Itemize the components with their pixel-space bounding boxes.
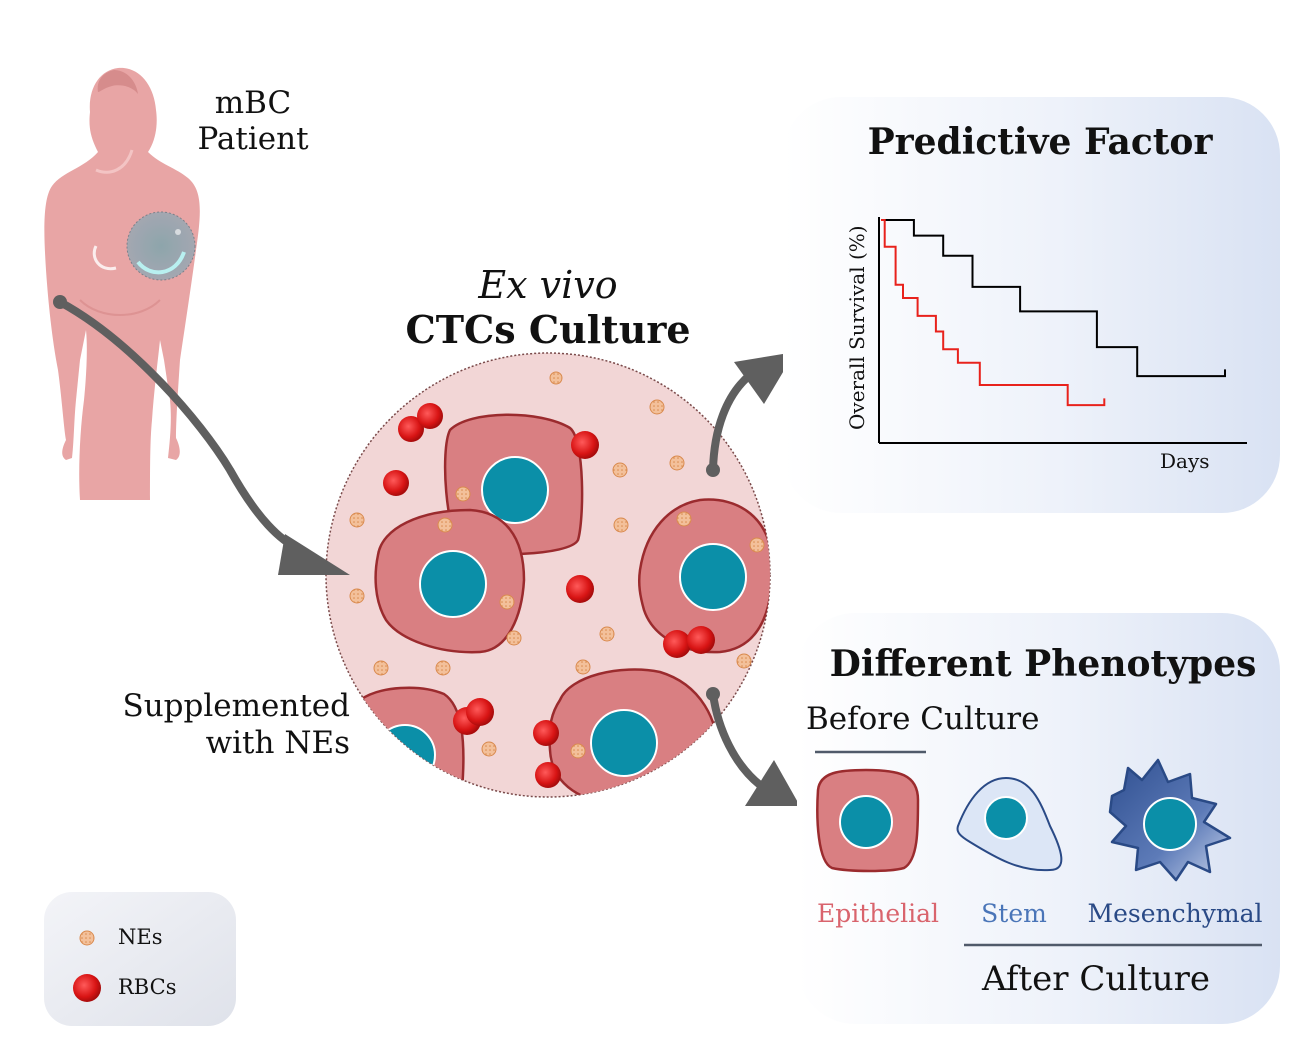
legend-nes-label: NEs <box>118 925 163 949</box>
survival-line-2 <box>881 219 1106 407</box>
culture-title-italic: Ex vivo <box>478 263 618 307</box>
predictive-panel <box>783 97 1280 513</box>
nucleus <box>679 543 747 611</box>
survival-chart <box>878 217 1247 444</box>
patient-figure <box>44 67 200 501</box>
epithelial-cell <box>816 768 920 873</box>
nucleus <box>419 550 487 618</box>
before-culture-label: Before Culture <box>806 701 1040 737</box>
culture-title-bold: CTCs Culture <box>405 306 691 352</box>
nucleus <box>481 456 549 524</box>
predictive-title: Predictive Factor <box>867 121 1213 163</box>
patient-label: mBC Patient <box>178 85 328 157</box>
patient-line-1: mBC <box>214 85 292 121</box>
supplement-line-2: with NEs <box>205 725 350 762</box>
culture-title: Ex vivo CTCs Culture <box>390 263 706 352</box>
nucleus <box>374 724 436 786</box>
ne-legend-icon <box>79 930 95 946</box>
phenotypes-title: Different Phenotypes <box>829 643 1257 685</box>
legend-rbcs-label: RBCs <box>118 975 177 999</box>
arrow-culture-to-phenotypes <box>706 687 800 806</box>
supplement-label: Supplemented with NEs <box>90 688 350 762</box>
x-axis-label: Days <box>1160 449 1210 473</box>
epithelial-label: Epithelial <box>816 899 940 928</box>
stem-cell <box>956 776 1063 872</box>
arrow-patient-to-culture <box>53 295 350 575</box>
ne-group <box>349 371 765 759</box>
after-culture-label: After Culture <box>981 959 1211 999</box>
mesenchymal-cell <box>1108 758 1232 882</box>
survival-line-1 <box>881 219 1226 378</box>
arrow-culture-to-predictive <box>706 352 795 477</box>
rbc-group <box>383 403 715 788</box>
stem-label: Stem <box>981 899 1047 928</box>
nucleus <box>590 709 658 777</box>
y-axis-label: Overall Survival (%) <box>845 225 869 430</box>
rbc-legend-icon <box>73 974 101 1002</box>
culture-dish <box>325 352 771 798</box>
mesenchymal-label: Mesenchymal <box>1087 899 1263 928</box>
supplement-line-1: Supplemented <box>122 688 350 724</box>
legend-box <box>44 892 236 1026</box>
patient-line-2: Patient <box>197 120 309 157</box>
